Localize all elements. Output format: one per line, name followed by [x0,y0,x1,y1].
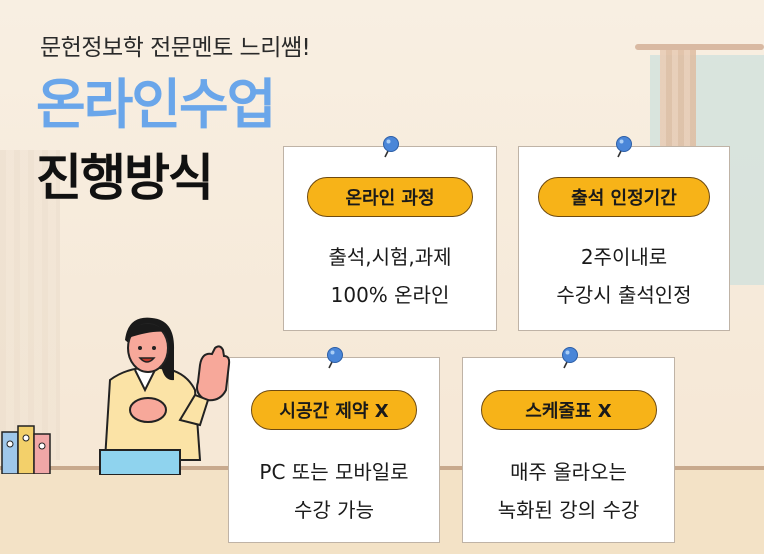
card-text-line2: 100% 온라인 [330,283,450,307]
title-online-class: 온라인수업 [36,73,276,136]
card-online-course: 온라인 과정 출석,시험,과제 100% 온라인 [283,146,497,331]
card-text-line1: 출석,시험,과제 [328,245,452,269]
card-text-line1: 2주이내로 [580,245,668,269]
push-pin-icon [327,347,343,369]
card-no-schedule: 스케줄표 X 매주 올라오는 녹화된 강의 수강 [462,357,675,543]
subtitle: 문헌정보학 전문멘토 느리쌤! [40,35,311,61]
books-illustration [1,425,51,474]
card-pill: 온라인 과정 [307,177,473,217]
card-attendance-period: 출석 인정기간 2주이내로 수강시 출석인정 [518,146,730,331]
card-pill: 스케줄표 X [480,390,657,430]
card-text-line2: 녹화된 강의 수강 [497,498,640,522]
card-text-line1: PC 또는 모바일로 [259,460,409,484]
bookshelf-background [0,150,60,460]
push-pin-icon [383,136,399,158]
title-process: 진행방식 [36,149,214,207]
card-no-time-place-limit: 시공간 제약 X PC 또는 모바일로 수강 가능 [228,357,440,543]
card-text-line2: 수강 가능 [294,498,374,522]
card-pill: 출석 인정기간 [538,177,710,217]
teacher-illustration [99,317,231,475]
card-pill: 시공간 제약 X [251,390,417,430]
curtain-rod [635,44,764,50]
card-text-line2: 수강시 출석인정 [556,283,692,307]
push-pin-icon [562,347,578,369]
push-pin-icon [616,136,632,158]
card-text-line1: 매주 올라오는 [510,460,627,484]
